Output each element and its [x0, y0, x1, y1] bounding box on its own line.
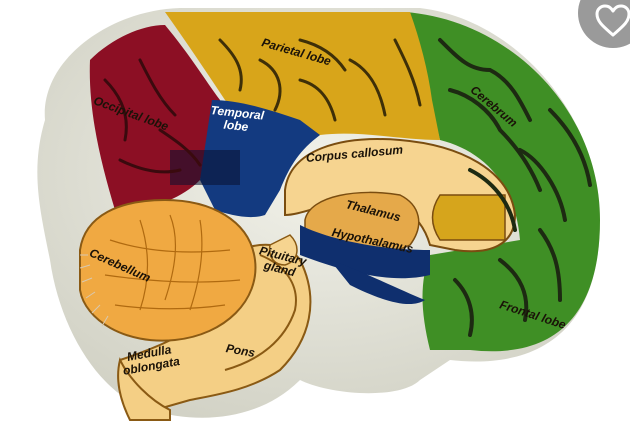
heart-outline-icon [595, 4, 630, 37]
temporal-lobe-region [200, 100, 320, 218]
frontal-lobe-region [405, 12, 600, 352]
pituitary-gland-region [268, 234, 298, 266]
cerebellum-region [79, 198, 257, 342]
temporal-lobe-label-line2: lobe [223, 117, 250, 134]
